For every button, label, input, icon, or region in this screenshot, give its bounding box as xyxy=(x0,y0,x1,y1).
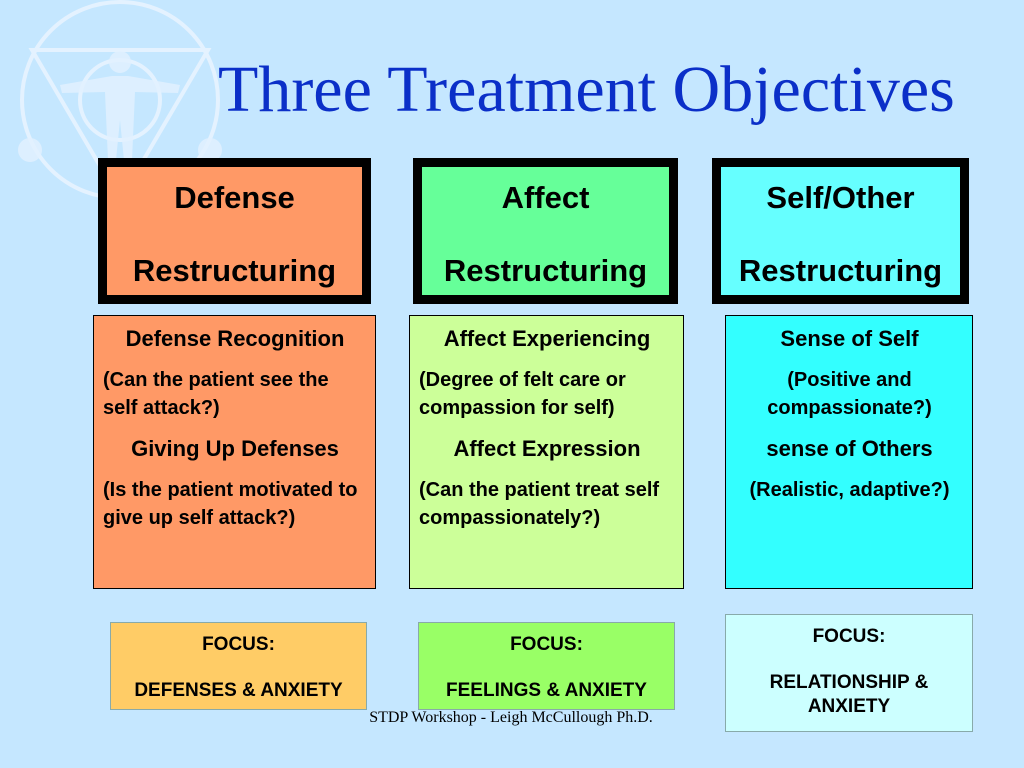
affect-focus-box: FOCUS: FEELINGS & ANXIETY xyxy=(418,622,675,710)
slide-credit: STDP Workshop - Leigh McCullough Ph.D. xyxy=(369,709,653,726)
focus-text: RELATIONSHIP & ANXIETY xyxy=(769,672,929,717)
header-line-2: Restructuring xyxy=(443,253,648,288)
self-other-focus-box: FOCUS: RELATIONSHIP & ANXIETY xyxy=(725,614,973,732)
detail-text: (Positive and compassionate?) xyxy=(767,369,932,419)
affect-detail-box: Affect Experiencing (Degree of felt care… xyxy=(409,315,684,589)
header-line-2: Restructuring xyxy=(738,253,943,288)
detail-heading: Sense of Self xyxy=(780,326,919,351)
header-line-1: Affect xyxy=(501,180,590,215)
detail-text: (Is the patient motivated to give up sel… xyxy=(103,479,358,529)
detail-heading: sense of Others xyxy=(766,436,933,461)
detail-heading: Defense Recognition xyxy=(125,326,345,351)
header-line-1: Self/Other xyxy=(766,180,915,215)
focus-label: FOCUS: xyxy=(812,626,886,647)
focus-label: FOCUS: xyxy=(202,634,275,655)
slide-title: Three Treatment Objectives xyxy=(218,53,955,126)
focus-label: FOCUS: xyxy=(510,634,583,655)
detail-heading: Affect Expression xyxy=(453,436,641,461)
detail-text: (Can the patient treat self compassionat… xyxy=(419,479,660,529)
focus-text: DEFENSES & ANXIETY xyxy=(134,680,343,701)
defense-restructuring-header: Defense Restructuring xyxy=(98,158,371,304)
detail-heading: Affect Experiencing xyxy=(443,326,651,351)
focus-text: FEELINGS & ANXIETY xyxy=(446,680,647,701)
defense-detail-box: Defense Recognition (Can the patient see… xyxy=(93,315,376,589)
detail-text: (Degree of felt care or compassion for s… xyxy=(419,369,626,419)
detail-heading: Giving Up Defenses xyxy=(131,436,339,461)
detail-text: (Realistic, adaptive?) xyxy=(749,479,950,501)
detail-text: (Can the patient see the self attack?) xyxy=(103,369,329,419)
header-line-1: Defense xyxy=(174,180,295,215)
self-other-detail-box: Sense of Self (Positive and compassionat… xyxy=(725,315,973,589)
self-other-restructuring-header: Self/Other Restructuring xyxy=(712,158,969,304)
defense-focus-box: FOCUS: DEFENSES & ANXIETY xyxy=(110,622,367,710)
header-line-2: Restructuring xyxy=(132,253,337,288)
affect-restructuring-header: Affect Restructuring xyxy=(413,158,678,304)
